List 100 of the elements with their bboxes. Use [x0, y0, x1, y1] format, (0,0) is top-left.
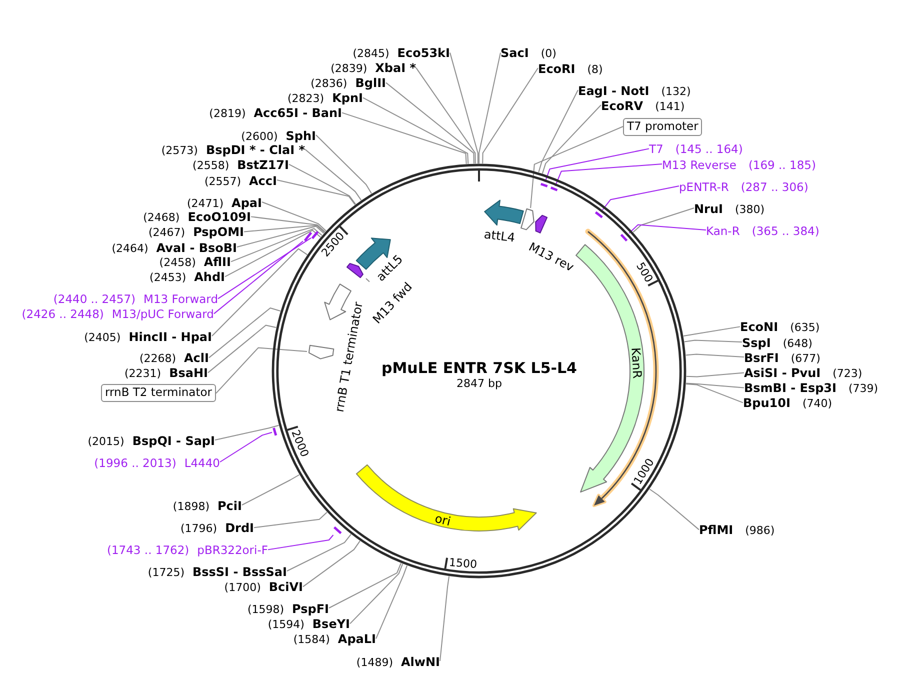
leader-line	[214, 240, 304, 314]
enzyme-name: XbaI *	[375, 61, 416, 76]
cut-position: (2819)	[209, 107, 246, 120]
enzyme-name: DrdI	[225, 521, 254, 536]
enzyme-name: BstZ17I	[237, 158, 289, 172]
cut-position: (2557)	[204, 174, 242, 188]
leader-line	[244, 224, 326, 233]
enzyme-name: AclI	[184, 351, 209, 366]
cut-position: (740)	[802, 397, 832, 410]
primer-range: (1996 .. 2013)	[94, 456, 176, 470]
leader-line	[304, 148, 362, 201]
leader-line	[538, 90, 578, 173]
leader-line	[632, 208, 694, 233]
leader-line	[478, 52, 501, 164]
enzyme-name: AhdI	[194, 270, 225, 284]
enzyme-name: BglII	[355, 76, 386, 90]
primer-name: pENTR-R	[679, 180, 729, 194]
leader-line	[366, 278, 370, 282]
cut-position: (380)	[734, 202, 765, 216]
enzyme-name: BssSI - BssSaI	[192, 564, 287, 578]
cut-position: (1594)	[268, 618, 304, 632]
primer-mark	[303, 231, 313, 243]
primer-range: (2440 .. 2457)	[53, 292, 136, 306]
primer-name: pBR322ori-F	[197, 543, 268, 558]
leader-line	[686, 384, 744, 404]
cut-position: (132)	[661, 84, 691, 98]
enzyme-name: BciVI	[268, 580, 303, 594]
leader-line	[268, 534, 334, 550]
feature-callout: T7 promoter	[623, 118, 702, 136]
enzyme-name: ApaLI	[338, 632, 376, 646]
leader-line	[440, 576, 450, 662]
leader-line	[224, 230, 321, 278]
enzyme-name: PspOMI	[193, 225, 244, 240]
cut-position: (677)	[790, 352, 820, 364]
enzyme-name: AccI	[249, 174, 277, 188]
leader-line	[554, 164, 662, 186]
cut-position: (2015)	[88, 434, 124, 448]
leader-line	[683, 326, 740, 337]
leader-line	[218, 237, 312, 300]
feature-block	[307, 344, 335, 361]
primer-name: T7	[649, 142, 664, 156]
cut-position: (1725)	[148, 566, 184, 578]
cut-position: (141)	[655, 100, 685, 112]
leader-line	[250, 216, 326, 232]
enzyme-name: HincII - HpaI	[128, 330, 212, 344]
cut-position: (2268)	[139, 352, 176, 366]
enzyme-name: PspFI	[292, 602, 329, 616]
enzyme-name: Bpu10I	[743, 396, 790, 410]
primer-mark	[539, 182, 549, 188]
enzyme-name: PciI	[218, 498, 242, 512]
enzyme-name: BsrFI	[744, 350, 779, 364]
primer-mark	[332, 525, 343, 535]
leader-line	[212, 248, 308, 336]
cut-position: (1598)	[247, 602, 284, 616]
cut-position: (2231)	[124, 367, 162, 380]
cut-position: (8)	[587, 62, 603, 76]
leader-line	[686, 372, 744, 378]
primer-range: (169 .. 185)	[748, 158, 816, 172]
enzyme-name: SspI	[742, 336, 771, 350]
leader-line	[254, 512, 328, 528]
leader-line	[684, 340, 742, 342]
enzyme-name: SphI	[286, 128, 316, 142]
feature-callout: rrnB T2 terminator	[101, 384, 216, 402]
leader-line	[262, 202, 326, 232]
leader-line	[302, 540, 360, 588]
cut-position: (2467)	[148, 226, 186, 240]
leader-line	[208, 324, 277, 374]
cut-position: (2839)	[330, 62, 368, 76]
feature-label: attL4	[482, 227, 516, 245]
feature-label: rrnB T1 terminator	[332, 300, 366, 414]
leader-line	[236, 226, 324, 248]
leader-line	[542, 104, 602, 174]
cut-position: (1584)	[293, 633, 330, 646]
leader-line	[450, 52, 478, 164]
primer-range: (287 .. 306)	[740, 180, 808, 194]
plasmid-name: pMuLE ENTR 7SK L5-L4	[382, 360, 577, 377]
leader-line	[342, 112, 467, 164]
enzyme-name: PflMI	[699, 523, 734, 538]
cut-position: (1700)	[224, 581, 261, 594]
enzyme-name: BspDI * - ClaI *	[206, 142, 305, 157]
cut-position: (1489)	[356, 656, 393, 668]
leader-line	[416, 67, 476, 164]
feature-label: M13 rev	[526, 240, 576, 274]
cut-position: (2468)	[143, 211, 180, 224]
enzyme-name: NruI	[694, 202, 723, 216]
enzyme-name: KpnI	[332, 91, 363, 106]
leader-line	[216, 347, 308, 394]
enzyme-name: SacI	[500, 46, 529, 60]
cut-position: (2471)	[186, 196, 224, 210]
cut-position: (2464)	[112, 242, 148, 254]
primer-range: (2426 .. 2448)	[22, 307, 104, 322]
cut-position: (2558)	[192, 158, 230, 172]
enzyme-name: EagI - NotI	[578, 84, 650, 98]
cut-position: (739)	[848, 382, 878, 396]
leader-line	[286, 534, 352, 572]
enzyme-name: AvaI - BsoBI	[156, 240, 237, 254]
enzyme-name: ApaI	[232, 196, 262, 210]
leader-line	[288, 164, 356, 205]
leader-line	[628, 224, 706, 234]
leader-line	[316, 134, 372, 194]
